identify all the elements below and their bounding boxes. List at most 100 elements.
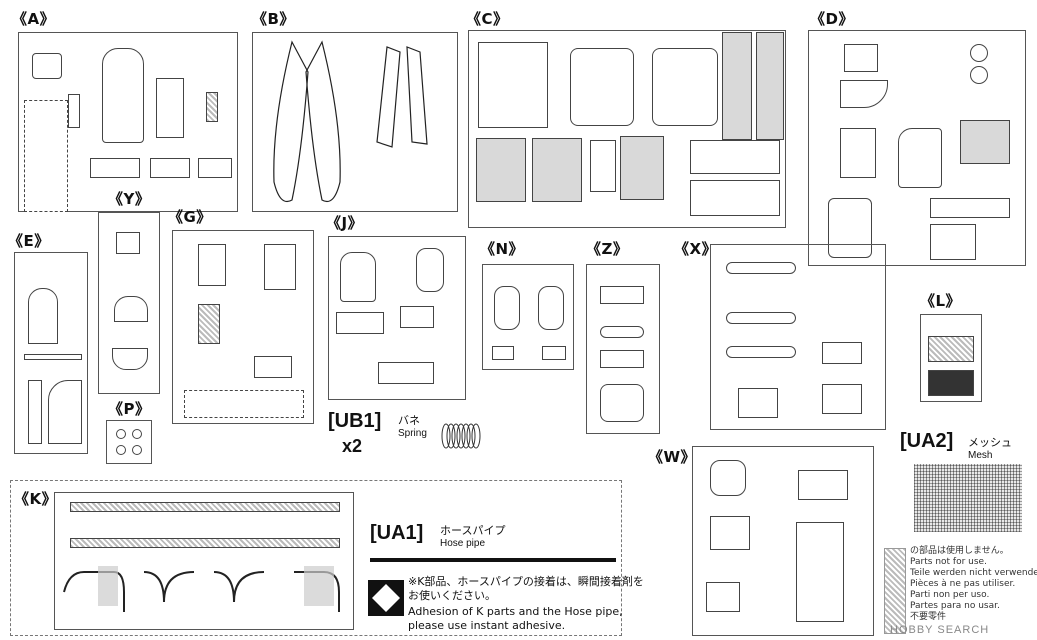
tree-d-label: 《D》 (810, 10, 854, 28)
tree-z-part-7-8 (600, 384, 644, 422)
tree-k-hoses (63, 566, 340, 612)
tree-c-part-14 (620, 136, 664, 200)
tree-c-frame (468, 30, 786, 228)
tree-b: 《B》 (248, 8, 460, 218)
tree-j-label: 《J》 (326, 214, 364, 232)
tree-l-parts-5-8 (928, 370, 974, 396)
tree-j-part-5 (336, 312, 384, 334)
tree-n-part-5 (542, 346, 566, 360)
tree-d: 《D》 (800, 8, 1030, 270)
not-for-use-line-1: Parts not for use. (910, 557, 987, 567)
tree-e-frame (14, 252, 88, 454)
tree-d-part-4 (844, 44, 878, 72)
tree-c-part-1 (478, 42, 548, 128)
tree-n: 《N》 (478, 238, 578, 374)
ua2-jp: メッシュ (968, 436, 1012, 449)
tree-w-part-10 (706, 582, 740, 612)
tree-p-part-b (132, 429, 142, 439)
tree-w: 《W》 (648, 446, 876, 638)
tree-g-part-3 (198, 244, 226, 286)
tree-x-label: 《X》 (674, 240, 718, 258)
adhesion-note: ※K部品、ホースパイプの接着は、瞬間接着剤を お使いください。 Adhesion… (366, 574, 644, 636)
tree-n-part-2 (494, 286, 520, 330)
tree-w-part-13 (710, 460, 746, 496)
tree-e-part-3-4 (28, 380, 42, 444)
tree-l-label: 《L》 (920, 292, 962, 310)
tree-b-arm-parts (273, 40, 428, 203)
tree-a-part-8-15-rods (24, 100, 68, 212)
tree-w-part-5 (798, 470, 848, 500)
tree-x-part-10 (738, 388, 778, 418)
note-en-2: please use instant adhesive. (408, 619, 566, 632)
not-for-use-line-4: Parti non per uso. (910, 590, 990, 600)
tree-a-part-18 (198, 158, 232, 178)
ua1-jp: ホースパイプ (440, 524, 506, 537)
tree-p-frame (106, 420, 152, 464)
note-en-1: Adhesion of K parts and the Hose pipe, (408, 605, 623, 618)
ub1-code: [UB1] (328, 410, 382, 432)
not-for-use-line-0: の部品は使用しません。 (910, 546, 1009, 556)
tree-a-part-3 (102, 48, 144, 143)
tree-n-part-4 (492, 346, 514, 360)
tree-g-part-15 (264, 244, 296, 290)
ub1-spring-section: [UB1] バネ Spring x2 (328, 408, 488, 464)
warning-diamond-icon (368, 580, 404, 616)
note-jp-2: お使いください。 (408, 589, 496, 602)
tree-a-label: 《A》 (12, 10, 56, 28)
tree-w-part-6 (710, 516, 750, 550)
tree-y-part-5 (112, 348, 148, 370)
tree-x-frame (710, 244, 886, 430)
tree-e-part-2 (24, 354, 82, 360)
tree-z-part-1-2 (600, 286, 644, 304)
tree-d-part-2 (840, 128, 876, 178)
tree-z-frame (586, 264, 660, 434)
tree-a-part-17 (150, 158, 190, 178)
ua2-code: [UA2] (900, 430, 954, 452)
tree-x-part-1 (726, 262, 796, 274)
tree-p-part-c (116, 445, 126, 455)
tree-c-part-6 (756, 32, 784, 140)
not-for-use-line-5: Partes para no usar. (910, 601, 1000, 611)
tree-a-frame (18, 32, 238, 212)
tree-k: 《K》 (14, 488, 358, 634)
tree-c-part-8 (532, 138, 582, 202)
tree-x-part-9 (822, 342, 862, 364)
mesh-sheet (914, 464, 1022, 532)
tree-k-area (10, 480, 622, 636)
tree-j-part-6 (400, 306, 434, 328)
ua1-hose-section: [UA1] ホースパイプ Hose pipe (370, 518, 620, 568)
tree-p-part-d (132, 445, 142, 455)
tree-l-frame (920, 314, 982, 402)
tree-z-label: 《Z》 (586, 240, 629, 258)
tree-c-label: 《C》 (466, 10, 509, 28)
tree-d-part-27 (960, 120, 1010, 164)
tree-x: 《X》 (672, 238, 892, 434)
tree-z-part-5-6 (600, 350, 644, 368)
tree-e-part-1 (28, 288, 58, 344)
tree-d-part-9-10 (930, 224, 976, 260)
tree-z-part-3-4 (600, 326, 644, 338)
ua2-mesh-section: [UA2] メッシュ Mesh (900, 430, 1030, 535)
tree-a-part-16 (90, 158, 140, 178)
tree-c-part-12 (590, 140, 616, 192)
tree-d-frame (808, 30, 1026, 266)
tree-c-part-17-18 (690, 140, 780, 174)
tree-g-part-6 (198, 304, 220, 344)
tree-d-part-12 (930, 198, 1010, 218)
tree-d-part-25 (970, 44, 988, 62)
tree-l-parts-1-4 (928, 336, 974, 362)
tree-a: 《A》 (10, 8, 240, 223)
tree-g-frame (172, 230, 314, 424)
note-jp-1: ※K部品、ホースパイプの接着は、瞬間接着剤を (408, 575, 644, 588)
tree-k-part-1 (70, 502, 340, 512)
tree-b-frame (252, 32, 458, 212)
tree-c: 《C》 (466, 8, 790, 230)
tree-n-frame (482, 264, 574, 370)
tree-y-frame (98, 212, 160, 394)
tree-p-label: 《P》 (108, 400, 151, 418)
tree-y-label: 《Y》 (108, 190, 151, 208)
tree-e-part-5 (48, 380, 82, 444)
tree-x-part-7 (726, 346, 796, 358)
tree-k-frame (54, 492, 354, 630)
tree-j: 《J》 (324, 212, 470, 404)
